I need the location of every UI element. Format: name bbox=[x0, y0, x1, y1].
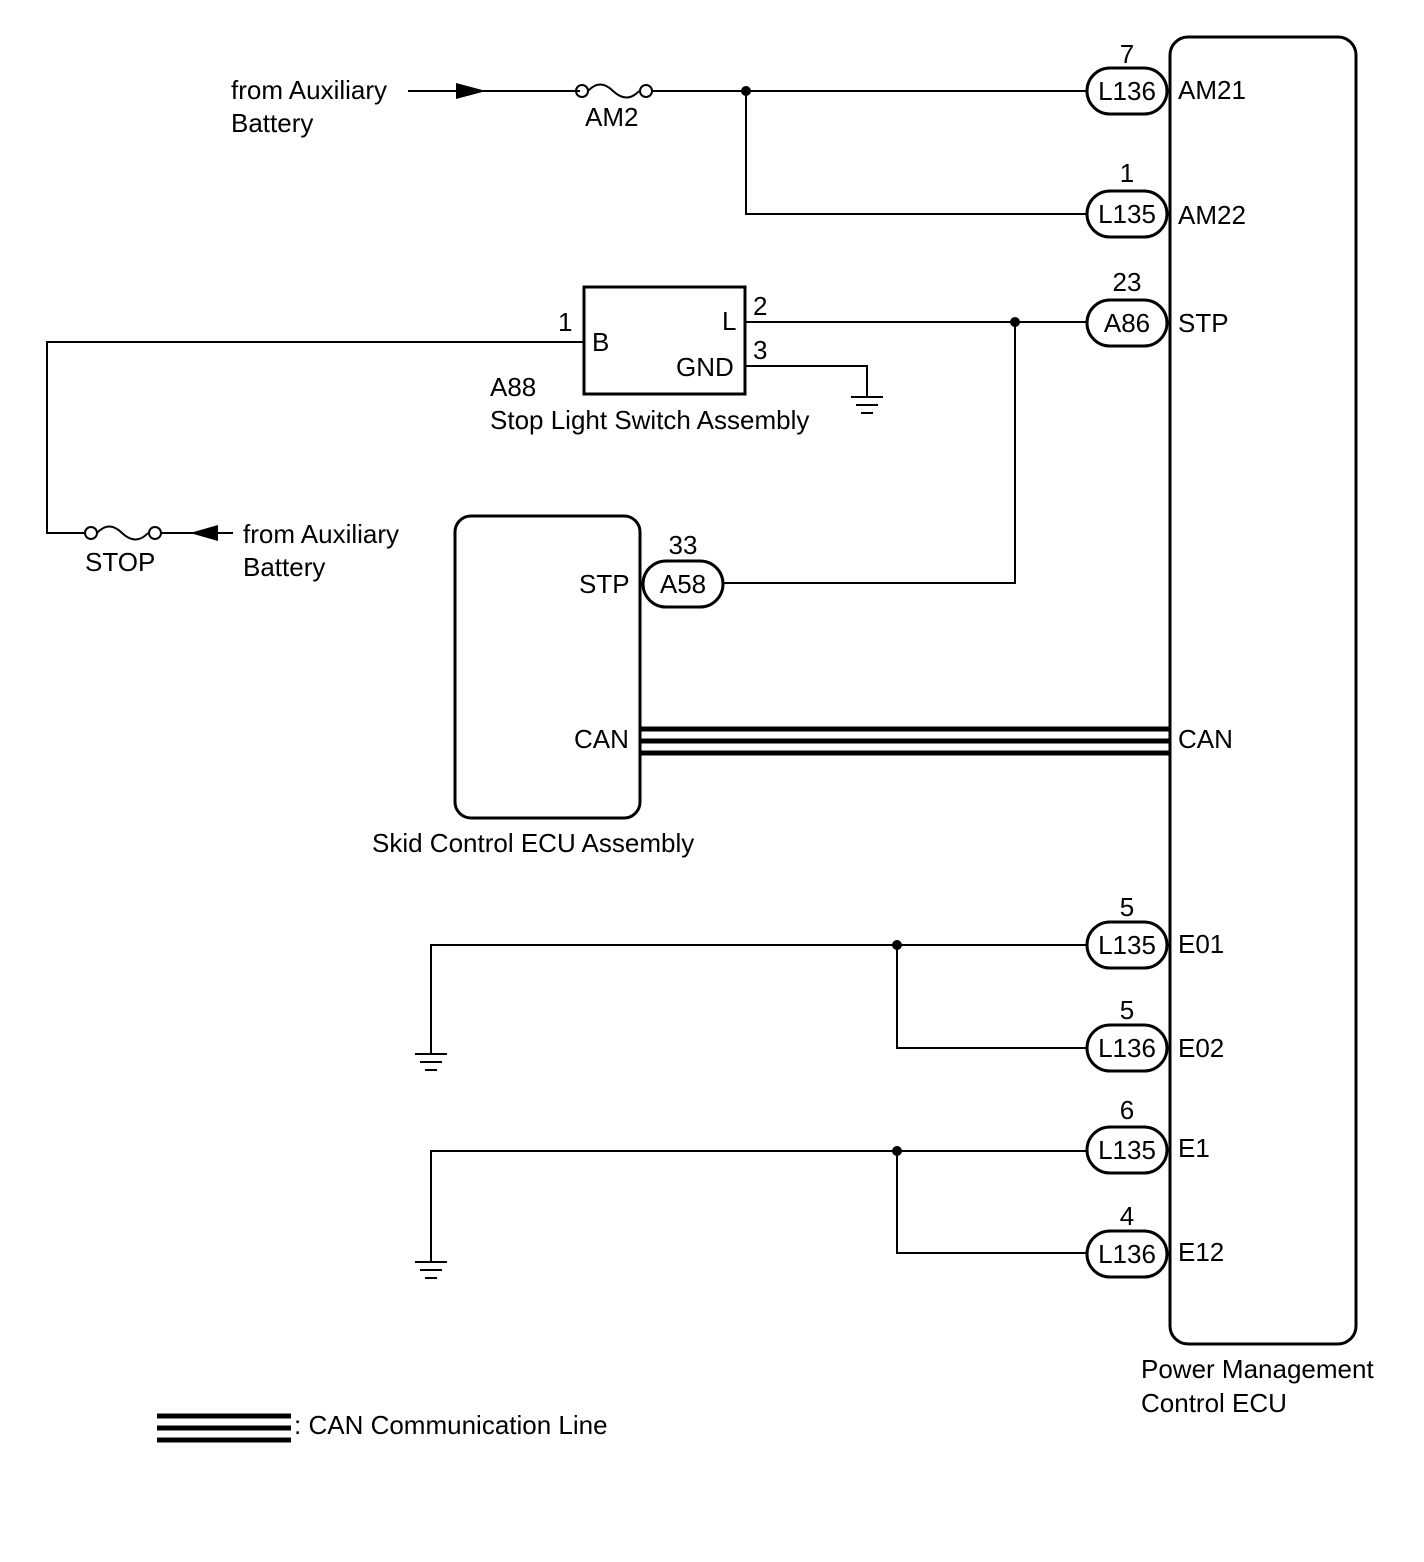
power-management-ecu-box bbox=[1168, 35, 1358, 1346]
connector-l135-e01 bbox=[1085, 920, 1169, 970]
terminal-e02: E02 bbox=[1178, 1033, 1224, 1063]
switch-pin-gnd: 3 bbox=[753, 335, 767, 365]
terminal-can: CAN bbox=[1178, 724, 1233, 754]
pin-number-stp: 23 bbox=[1113, 267, 1142, 297]
switch-terminal-l: L bbox=[722, 306, 736, 336]
connector-l135-am22 bbox=[1085, 189, 1169, 239]
connector-l135-am22-label: L135 bbox=[1098, 199, 1156, 229]
pmc-ecu-name-line1: Power Management bbox=[1141, 1354, 1374, 1384]
battery-source-1-line2: Battery bbox=[231, 108, 313, 138]
connector-l136-e02-label: L136 bbox=[1098, 1033, 1156, 1063]
pin-number-e12: 4 bbox=[1120, 1201, 1134, 1231]
skid-ecu-name: Skid Control ECU Assembly bbox=[372, 828, 694, 858]
fuse-am2-icon bbox=[575, 83, 653, 99]
connector-l135-e01-label: L135 bbox=[1098, 930, 1156, 960]
connector-l136-e12 bbox=[1085, 1229, 1169, 1279]
wire-e01-to-ground bbox=[430, 944, 1087, 1053]
switch-terminal-gnd: GND bbox=[676, 352, 734, 382]
switch-name: Stop Light Switch Assembly bbox=[490, 405, 809, 435]
connector-l136-e12-label: L136 bbox=[1098, 1239, 1156, 1269]
pin-number-a58: 33 bbox=[669, 530, 698, 560]
switch-terminal-b: B bbox=[592, 327, 609, 357]
pmc-ecu-name-line2: Control ECU bbox=[1141, 1388, 1287, 1418]
ground-icon bbox=[851, 396, 883, 414]
wire-stop-fuse-to-switch bbox=[46, 341, 584, 534]
terminal-e01: E01 bbox=[1178, 929, 1224, 959]
terminal-am22: AM22 bbox=[1178, 200, 1246, 230]
pin-number-am22: 1 bbox=[1120, 158, 1134, 188]
wire-e1-to-ground bbox=[430, 1150, 1087, 1261]
arrow-right-icon bbox=[456, 83, 486, 99]
connector-a86-label: A86 bbox=[1104, 308, 1150, 338]
fuse-stop-label: STOP bbox=[85, 547, 155, 577]
can-communication-line bbox=[640, 726, 1170, 756]
skid-ecu-stp-label: STP bbox=[579, 569, 630, 599]
wire-e02-to-ground bbox=[896, 945, 1087, 1049]
wire-am2-to-am22 bbox=[745, 91, 1087, 215]
arrow-left-icon bbox=[190, 525, 218, 541]
connector-l135-e1 bbox=[1085, 1125, 1169, 1175]
wire-switch-gnd bbox=[745, 365, 868, 396]
pin-number-e02: 5 bbox=[1120, 995, 1134, 1025]
switch-pin-b: 1 bbox=[558, 307, 572, 337]
legend-can-line-label: : CAN Communication Line bbox=[294, 1410, 608, 1440]
battery-source-2-line1: from Auxiliary bbox=[243, 519, 399, 549]
terminal-e1: E1 bbox=[1178, 1133, 1210, 1163]
connector-l136-am21 bbox=[1085, 66, 1169, 116]
skid-ecu-can-label: CAN bbox=[574, 724, 629, 754]
ground-icon bbox=[415, 1261, 447, 1279]
ground-icon bbox=[415, 1053, 447, 1071]
terminal-am21: AM21 bbox=[1178, 75, 1246, 105]
wire-e12-to-ground bbox=[896, 1151, 1087, 1254]
wire-skid-stp-to-switch bbox=[723, 322, 1016, 584]
pin-number-e1: 6 bbox=[1120, 1095, 1134, 1125]
battery-source-2-line2: Battery bbox=[243, 552, 325, 582]
pin-number-e01: 5 bbox=[1120, 892, 1134, 922]
skid-control-ecu-box bbox=[453, 514, 642, 820]
connector-a58-label: A58 bbox=[660, 569, 706, 599]
fuse-stop-icon bbox=[84, 525, 162, 541]
switch-pin-l: 2 bbox=[753, 291, 767, 321]
switch-code: A88 bbox=[490, 372, 536, 402]
connector-l136-e02 bbox=[1085, 1023, 1169, 1073]
pin-number-am21: 7 bbox=[1120, 39, 1134, 69]
legend-can-line-icon bbox=[157, 1413, 291, 1443]
connector-l136-am21-label: L136 bbox=[1098, 76, 1156, 106]
battery-source-1-line1: from Auxiliary bbox=[231, 75, 387, 105]
fuse-am2-label: AM2 bbox=[585, 102, 638, 132]
connector-l135-e1-label: L135 bbox=[1098, 1135, 1156, 1165]
stop-light-switch-box bbox=[582, 285, 747, 396]
connector-a86-stp bbox=[1085, 298, 1169, 348]
terminal-e12: E12 bbox=[1178, 1237, 1224, 1267]
terminal-stp: STP bbox=[1178, 308, 1229, 338]
